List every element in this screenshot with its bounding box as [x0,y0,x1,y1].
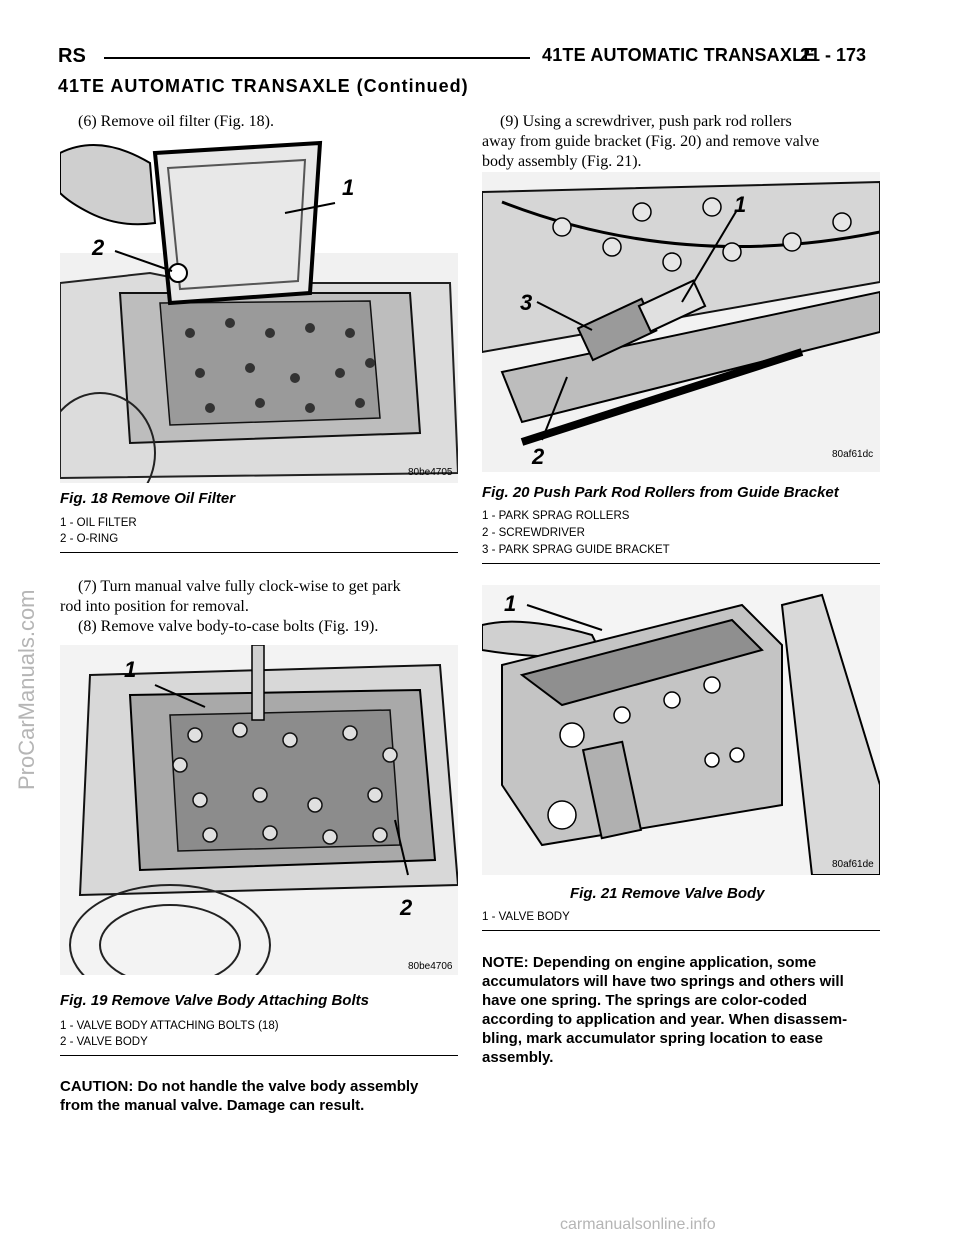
fig20-rule [482,563,880,564]
fig20-callout-3: 3 [520,290,532,315]
fig20-illustration: 1 3 2 80af61dc [482,172,880,472]
caution-line-2: from the manual valve. Damage can result… [60,1097,365,1114]
fig19-legend-item-1: 1 - VALVE BODY ATTACHING BOLTS (18) [60,1020,279,1032]
step-8: (8) Remove valve body-to-case bolts (Fig… [78,618,379,635]
step-7-line-1: (7) Turn manual valve fully clock-wise t… [78,578,401,595]
fig19-callout-2: 2 [399,895,413,920]
bottom-watermark: carmanualsonline.info [560,1216,716,1233]
fig18-caption: Fig. 18 Remove Oil Filter [60,490,236,507]
note-line-3: have one spring. The springs are color-c… [482,992,808,1009]
fig18-legend-item-2: 2 - O-RING [60,533,119,545]
fig18-callout-2: 2 [91,235,105,260]
fig20-callout-2: 2 [531,444,545,469]
fig21-callout-1: 1 [504,591,516,616]
header-title: 41TE AUTOMATIC TRANSAXLE [542,45,816,65]
header-page-number: 21 - 173 [800,45,867,65]
fig20-code: 80af61dc [832,449,873,460]
note-line-5: bling, mark accumulator spring location … [482,1030,823,1047]
fig19-caption: Fig. 19 Remove Valve Body Attaching Bolt… [60,992,369,1009]
fig21-legend-item-1: 1 - VALVE BODY [482,911,570,923]
fig20-callout-1: 1 [734,192,746,217]
step-6: (6) Remove oil filter (Fig. 18). [78,113,274,130]
fig19-legend-item-2: 2 - VALVE BODY [60,1036,148,1048]
fig20-legend-item-1: 1 - PARK SPRAG ROLLERS [482,510,630,522]
fig20-legend-item-3: 3 - PARK SPRAG GUIDE BRACKET [482,544,670,556]
note-line-1: NOTE: Depending on engine application, s… [482,954,817,971]
header-section-code: RS [58,45,86,67]
fig18-legend-item-1: 1 - OIL FILTER [60,517,137,529]
fig20-legend-item-2: 2 - SCREWDRIVER [482,527,585,539]
fig18-code: 80be4705 [408,467,453,478]
fig18-illustration: 1 2 80be4705 [60,133,458,483]
fig21-caption: Fig. 21 Remove Valve Body [570,885,765,902]
side-watermark: ProCarManuals.com [14,589,39,790]
step-9-line-3: body assembly (Fig. 21). [482,153,642,170]
fig19-code: 80be4706 [408,961,453,972]
note-line-2: accumulators will have two springs and o… [482,973,844,990]
fig21-code: 80af61de [832,859,874,870]
fig19-illustration: 1 2 80be4706 [60,645,458,975]
note-line-4: according to application and year. When … [482,1011,848,1028]
fig21-rule [482,930,880,931]
fig18-callout-1: 1 [342,175,354,200]
fig18-rule [60,552,458,553]
step-9-line-1: (9) Using a screwdriver, push park rod r… [500,113,792,130]
caution-line-1: CAUTION: Do not handle the valve body as… [60,1078,419,1095]
note-line-6: assembly. [482,1049,554,1066]
fig19-rule [60,1055,458,1056]
header-rule [104,57,530,59]
fig21-illustration: 1 80af61de [482,585,880,875]
fig20-caption: Fig. 20 Push Park Rod Rollers from Guide… [482,484,839,501]
step-9-line-2: away from guide bracket (Fig. 20) and re… [482,133,820,150]
step-7-line-2: rod into position for removal. [60,598,249,615]
fig19-callout-1: 1 [124,657,136,682]
continued-title: 41TE AUTOMATIC TRANSAXLE (Continued) [58,76,469,96]
